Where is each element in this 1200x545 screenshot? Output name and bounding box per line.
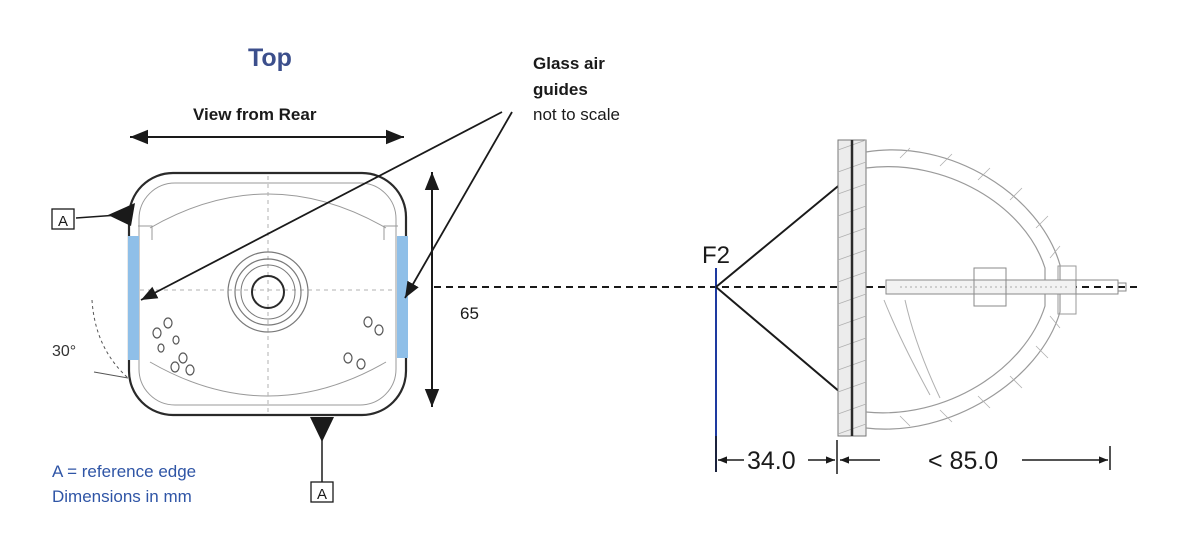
burner-ring-inner [240,264,296,320]
height-dimension-label: 65 [460,304,479,323]
burner-connector [973,267,1007,307]
reflector-hatch [899,147,1061,427]
clip-top-right [383,225,398,240]
dimension-34-label: 34.0 [747,447,796,475]
burner-ring-mid [234,258,302,326]
reflector-inner-line [883,299,931,396]
leader-line-to-right-guide [404,111,513,299]
legend-dimensions-unit: Dimensions in mm [52,487,192,506]
focal-point-label: F2 [702,242,731,269]
vent-hole [356,358,366,370]
light-ray-upper [715,167,861,288]
vent-hole [185,364,195,376]
reference-a-bottom-box [310,481,334,503]
angle-label: 30° [52,343,77,360]
reference-a-bottom-triangle [310,417,334,442]
burner-ring-outer [227,251,309,333]
glass-air-guide-left [128,236,139,360]
vent-hole [163,317,173,329]
vent-hole [343,352,353,364]
dimension-85-label: < 85.0 [928,447,999,475]
not-to-scale-label: not to scale [533,105,620,124]
vent-hole [363,316,373,328]
reference-a-top-letter: A [58,213,69,230]
angle-tick [93,371,129,379]
angle-arc [91,299,129,379]
light-ray-lower [715,286,861,410]
lamp-rear-view [127,171,408,417]
reference-a-top-triangle [108,203,135,226]
vent-hole [172,335,180,345]
lamp-side-section [837,139,1127,437]
vent-hole [170,361,180,373]
reflector-inner-line [904,299,941,399]
view-from-rear-label: View from Rear [193,105,317,124]
burner-tail-tip [1117,282,1127,292]
clip-top-left [138,225,153,240]
view-title: Top [248,44,292,72]
vent-hole [374,324,384,336]
glass-air-guide-right [397,236,408,358]
glass-air-guides-label-line2: guides [533,80,588,99]
reference-a-bottom-letter: A [317,486,328,503]
legend-reference-edge: A = reference edge [52,462,197,481]
burner-core [251,275,285,309]
reference-a-top-box [51,208,75,230]
vent-hole [152,327,162,339]
leader-line-to-left-guide [140,111,503,301]
glass-air-guides-label-line1: Glass air [533,54,605,73]
vent-hole [157,343,165,353]
vent-hole [178,352,188,364]
